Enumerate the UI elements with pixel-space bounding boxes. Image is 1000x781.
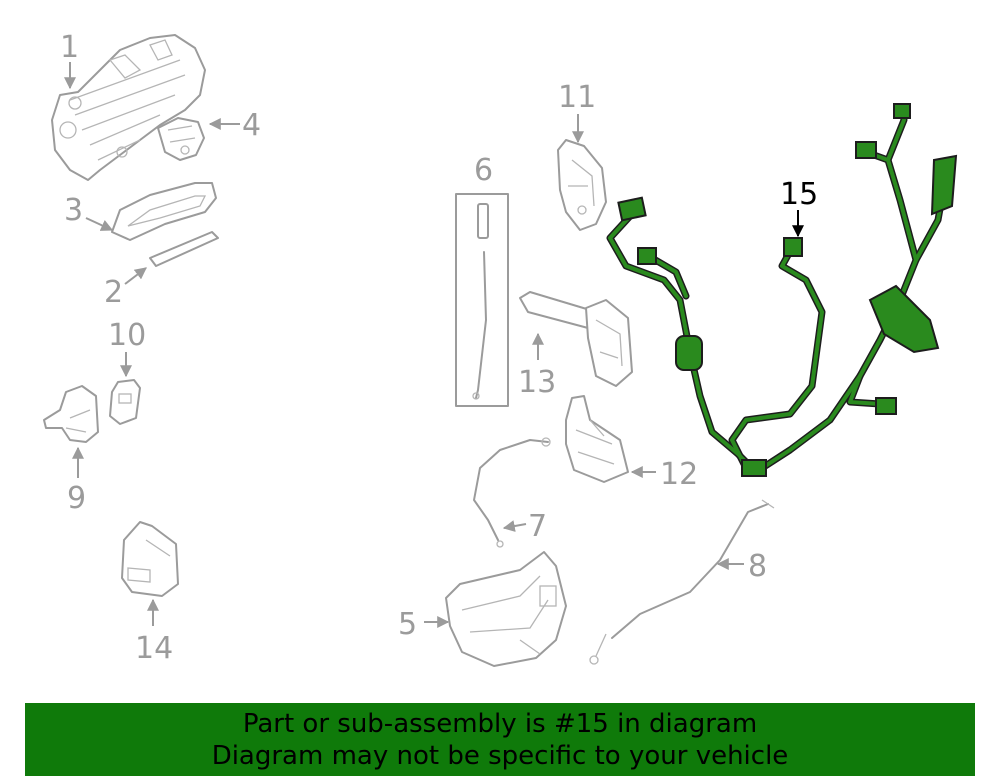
callout-9: 9 <box>67 481 86 516</box>
part-10-key-fob <box>109 379 141 425</box>
callout-4: 4 <box>242 108 261 143</box>
part-8-cable <box>589 499 775 665</box>
part-12-hinge <box>565 395 629 483</box>
banner-line-1: Part or sub-assembly is #15 in diagram <box>242 708 758 739</box>
part-1-latch-assembly <box>51 34 206 181</box>
part-7-cable <box>473 437 551 548</box>
part-4-switch <box>157 117 205 161</box>
callout-8: 8 <box>748 549 767 584</box>
part-9-bracket <box>43 385 99 443</box>
callout-6: 6 <box>474 153 493 188</box>
callout-15: 15 <box>780 177 818 212</box>
banner-line-2: Diagram may not be specific to your vehi… <box>211 740 789 771</box>
part-2-seal-strip <box>149 231 219 267</box>
part-15-wiring-harness <box>606 103 958 477</box>
callout-10: 10 <box>108 318 146 353</box>
part-11-striker <box>557 139 607 231</box>
callout-13: 13 <box>518 365 556 400</box>
info-banner: Part or sub-assembly is #15 in diagram D… <box>25 703 975 776</box>
part-3-handle-bezel <box>111 182 217 241</box>
callout-12: 12 <box>660 457 698 492</box>
callout-5: 5 <box>398 607 417 642</box>
parts-diagram: 1 4 3 2 10 9 14 6 <box>43 30 958 667</box>
part-5-latch <box>445 551 567 667</box>
part-13-door-check <box>519 291 633 387</box>
callout-3: 3 <box>64 193 83 228</box>
callout-11: 11 <box>558 80 596 115</box>
callout-14: 14 <box>135 631 173 666</box>
callout-1: 1 <box>60 30 79 65</box>
callout-2: 2 <box>104 275 123 310</box>
part-6-rod <box>455 193 509 407</box>
part-14-module <box>121 521 179 597</box>
callout-7: 7 <box>528 509 547 544</box>
